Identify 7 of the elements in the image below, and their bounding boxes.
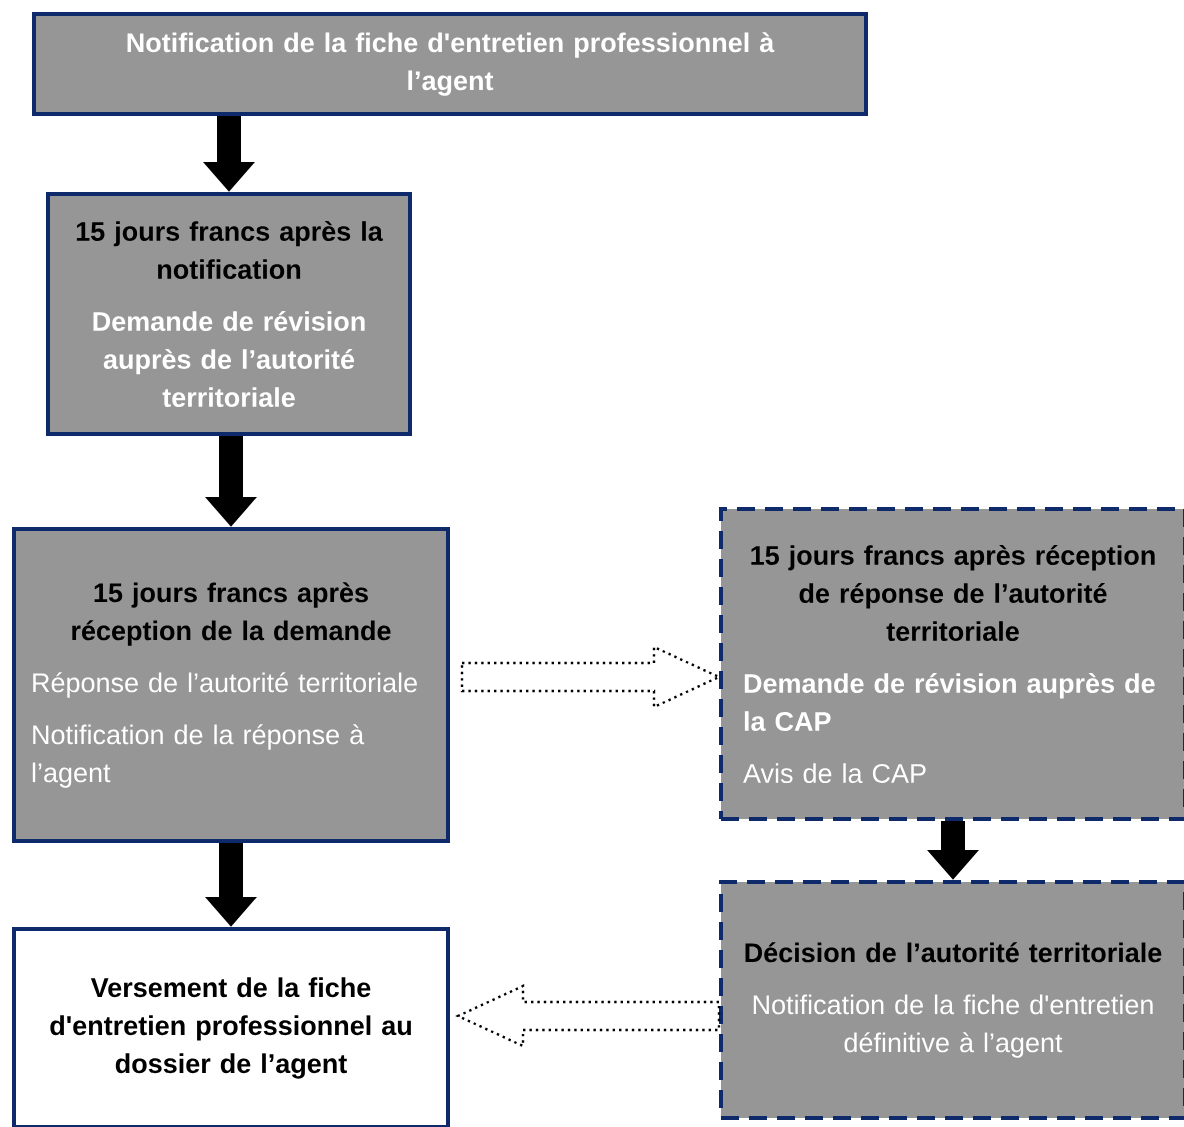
process-box: Versement de la fiche d'entretien professionnel au dossier de l’agent: [12, 927, 450, 1127]
process-box: 15 jours francs après réception de la demande Réponse de l’autorité territoriale Notification de la réponse à l’agent: [12, 527, 450, 843]
process-box: 15 jours francs après la notification Demande de révision auprès de l’autorité territoriale: [46, 192, 412, 436]
process-box: Notification de la fiche d'entretien professionnel à l’agent: [32, 12, 868, 116]
process-box: 15 jours francs après réception de réponse de l’autorité territoriale Demande de révision auprès de la CAP Avis de la CAP: [719, 507, 1184, 821]
hollow-arrow: [455, 984, 721, 1048]
process-box: Décision de l’autorité territoriale Notification de la fiche d'entretien définitive à l’agent: [719, 880, 1184, 1120]
